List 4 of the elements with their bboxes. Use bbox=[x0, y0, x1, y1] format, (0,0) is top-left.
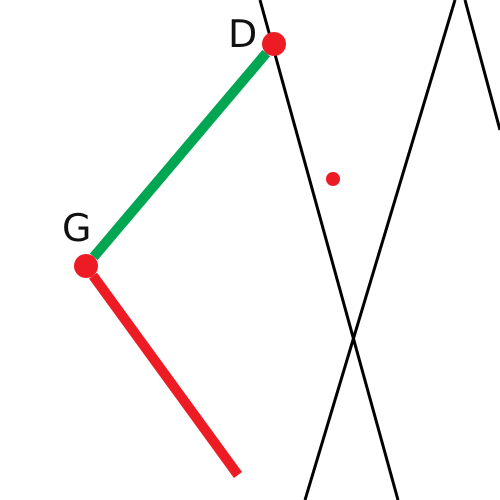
line-segment bbox=[90, 50, 270, 260]
point-label: D bbox=[228, 14, 258, 54]
point-label: G bbox=[62, 208, 92, 248]
line-segment bbox=[89, 272, 242, 478]
